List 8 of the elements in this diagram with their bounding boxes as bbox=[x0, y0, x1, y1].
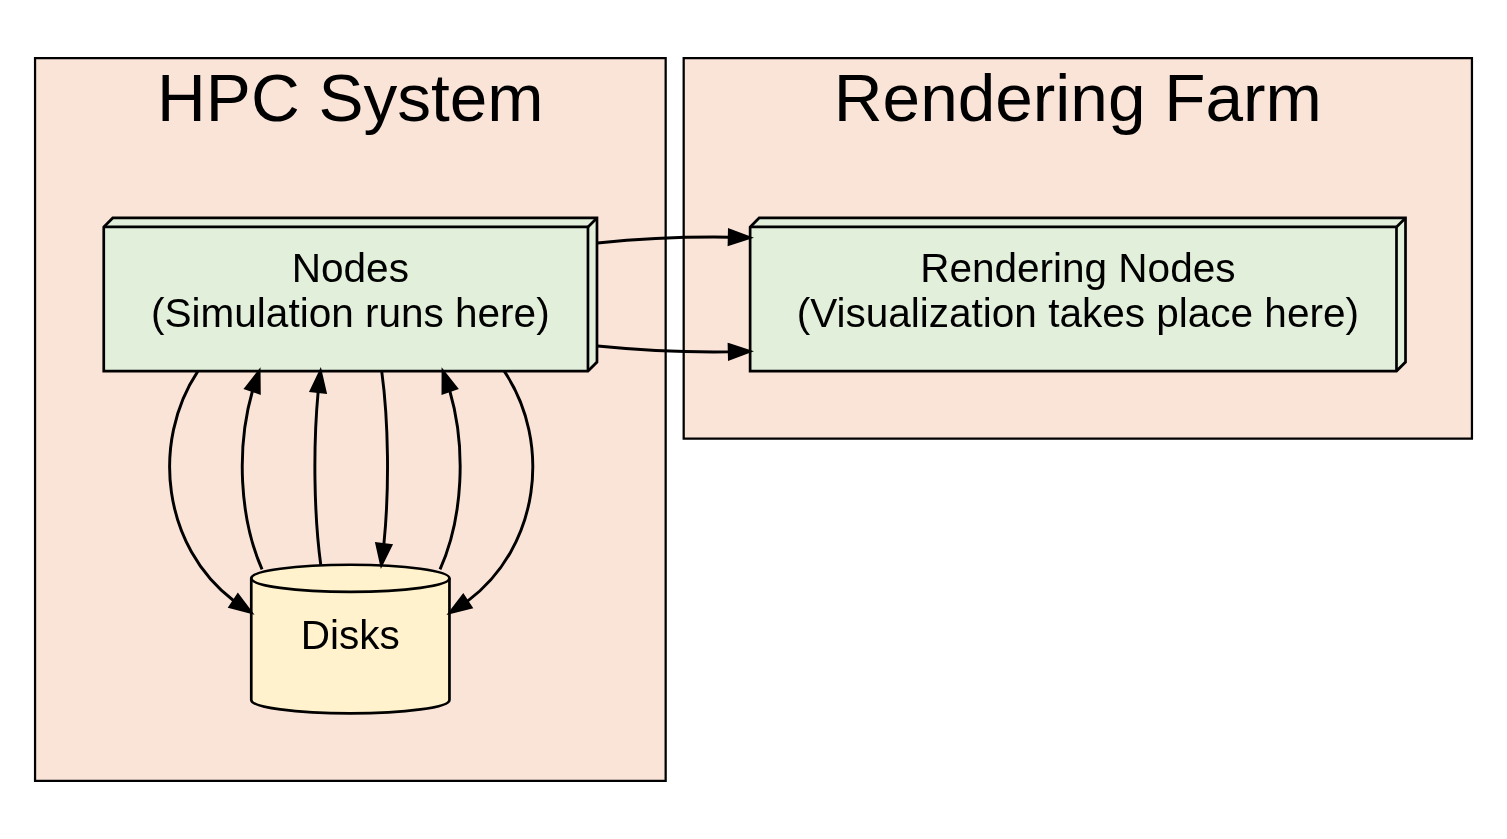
arrow bbox=[597, 342, 754, 361]
arrow bbox=[374, 371, 394, 570]
arrow bbox=[597, 228, 754, 247]
arrow bbox=[308, 367, 328, 565]
arrow bbox=[438, 367, 462, 570]
arrow bbox=[240, 367, 264, 570]
arrow bbox=[446, 370, 535, 615]
arrow bbox=[168, 370, 255, 615]
